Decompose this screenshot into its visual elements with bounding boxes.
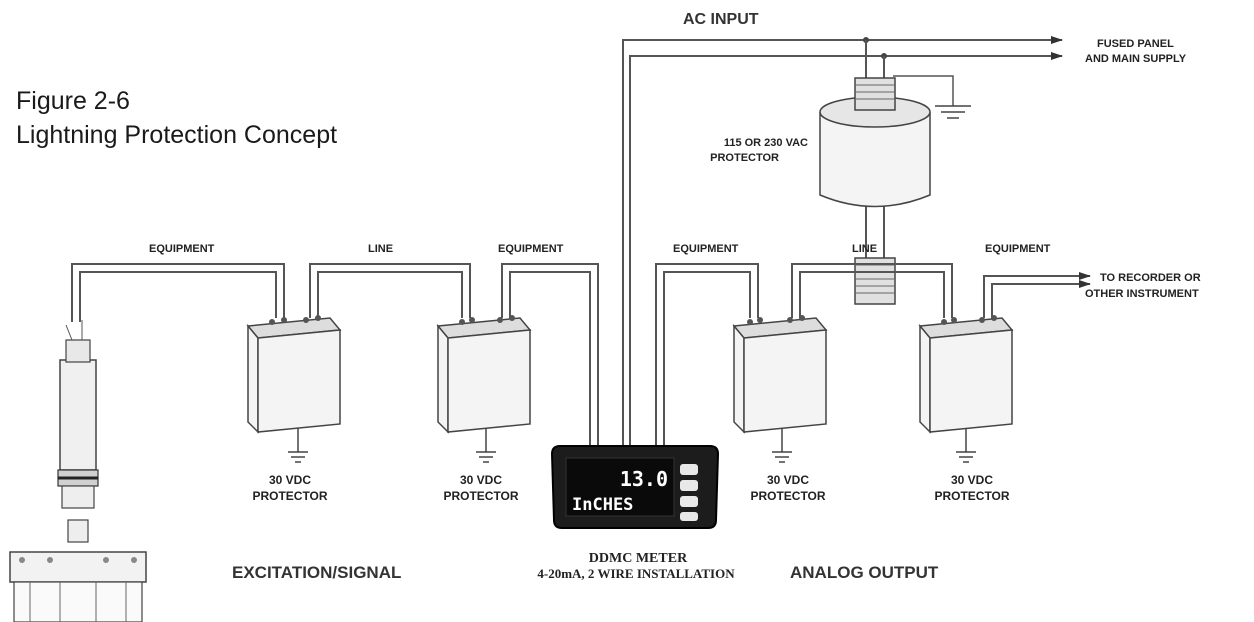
protector-3-label-2: PROTECTOR: [750, 489, 825, 503]
meter-key-3: [680, 496, 698, 507]
wire-label-line-1: LINE: [368, 243, 393, 255]
section-excitation-signal: EXCITATION/SIGNAL: [232, 563, 401, 582]
wire-label-equipment-4: EQUIPMENT: [985, 243, 1051, 255]
wire-label-equipment-3: EQUIPMENT: [673, 243, 739, 255]
meter-subtitle: 4-20mA, 2 WIRE INSTALLATION: [537, 566, 735, 581]
dc-protector-3: [732, 315, 828, 463]
wire-label-equipment-1: EQUIPMENT: [149, 243, 215, 255]
meter-display-value: 13.0: [620, 467, 668, 491]
section-analog-output: ANALOG OUTPUT: [790, 563, 939, 582]
meter-name: DDMC METER: [589, 551, 688, 566]
ac-ground-symbol: [935, 105, 971, 119]
meter-key-4: [680, 512, 698, 521]
ac-protector-label-1: 115 OR 230 VAC: [724, 137, 808, 149]
protector-1-label-1: 30 VDC: [269, 473, 311, 487]
ddmc-meter: 13.0 InCHES: [550, 445, 720, 529]
figure-title: Lightning Protection Concept: [16, 121, 338, 149]
main-supply-label: AND MAIN SUPPLY: [1085, 53, 1187, 65]
wire-label-equipment-2: EQUIPMENT: [498, 243, 564, 255]
excitation-wires: [71, 263, 599, 448]
meter-display-unit: InCHES: [572, 495, 633, 515]
meter-key-1: [680, 464, 698, 475]
dc-protector-2: [436, 315, 532, 463]
pressure-transducer: [9, 320, 147, 622]
protector-4-label-1: 30 VDC: [951, 473, 993, 487]
figure-number: Figure 2-6: [16, 87, 130, 115]
fused-panel-label: FUSED PANEL: [1097, 38, 1174, 50]
protector-2-label-2: PROTECTOR: [443, 489, 518, 503]
ac-protector: [819, 75, 954, 305]
analog-output-wires: [655, 263, 1091, 448]
meter-key-2: [680, 480, 698, 491]
dc-protector-4: [918, 315, 1014, 463]
protector-4-label-2: PROTECTOR: [934, 489, 1009, 503]
protector-1-label-2: PROTECTOR: [252, 489, 327, 503]
wire-label-line-2: LINE: [852, 243, 877, 255]
ac-input-label: AC INPUT: [683, 11, 759, 28]
protector-2-label-1: 30 VDC: [460, 473, 502, 487]
ac-protector-label-2: PROTECTOR: [710, 152, 779, 164]
dc-protector-1: [246, 315, 342, 463]
recorder-label-2: OTHER INSTRUMENT: [1085, 288, 1199, 300]
recorder-label-1: TO RECORDER OR: [1100, 272, 1201, 284]
protector-3-label-1: 30 VDC: [767, 473, 809, 487]
